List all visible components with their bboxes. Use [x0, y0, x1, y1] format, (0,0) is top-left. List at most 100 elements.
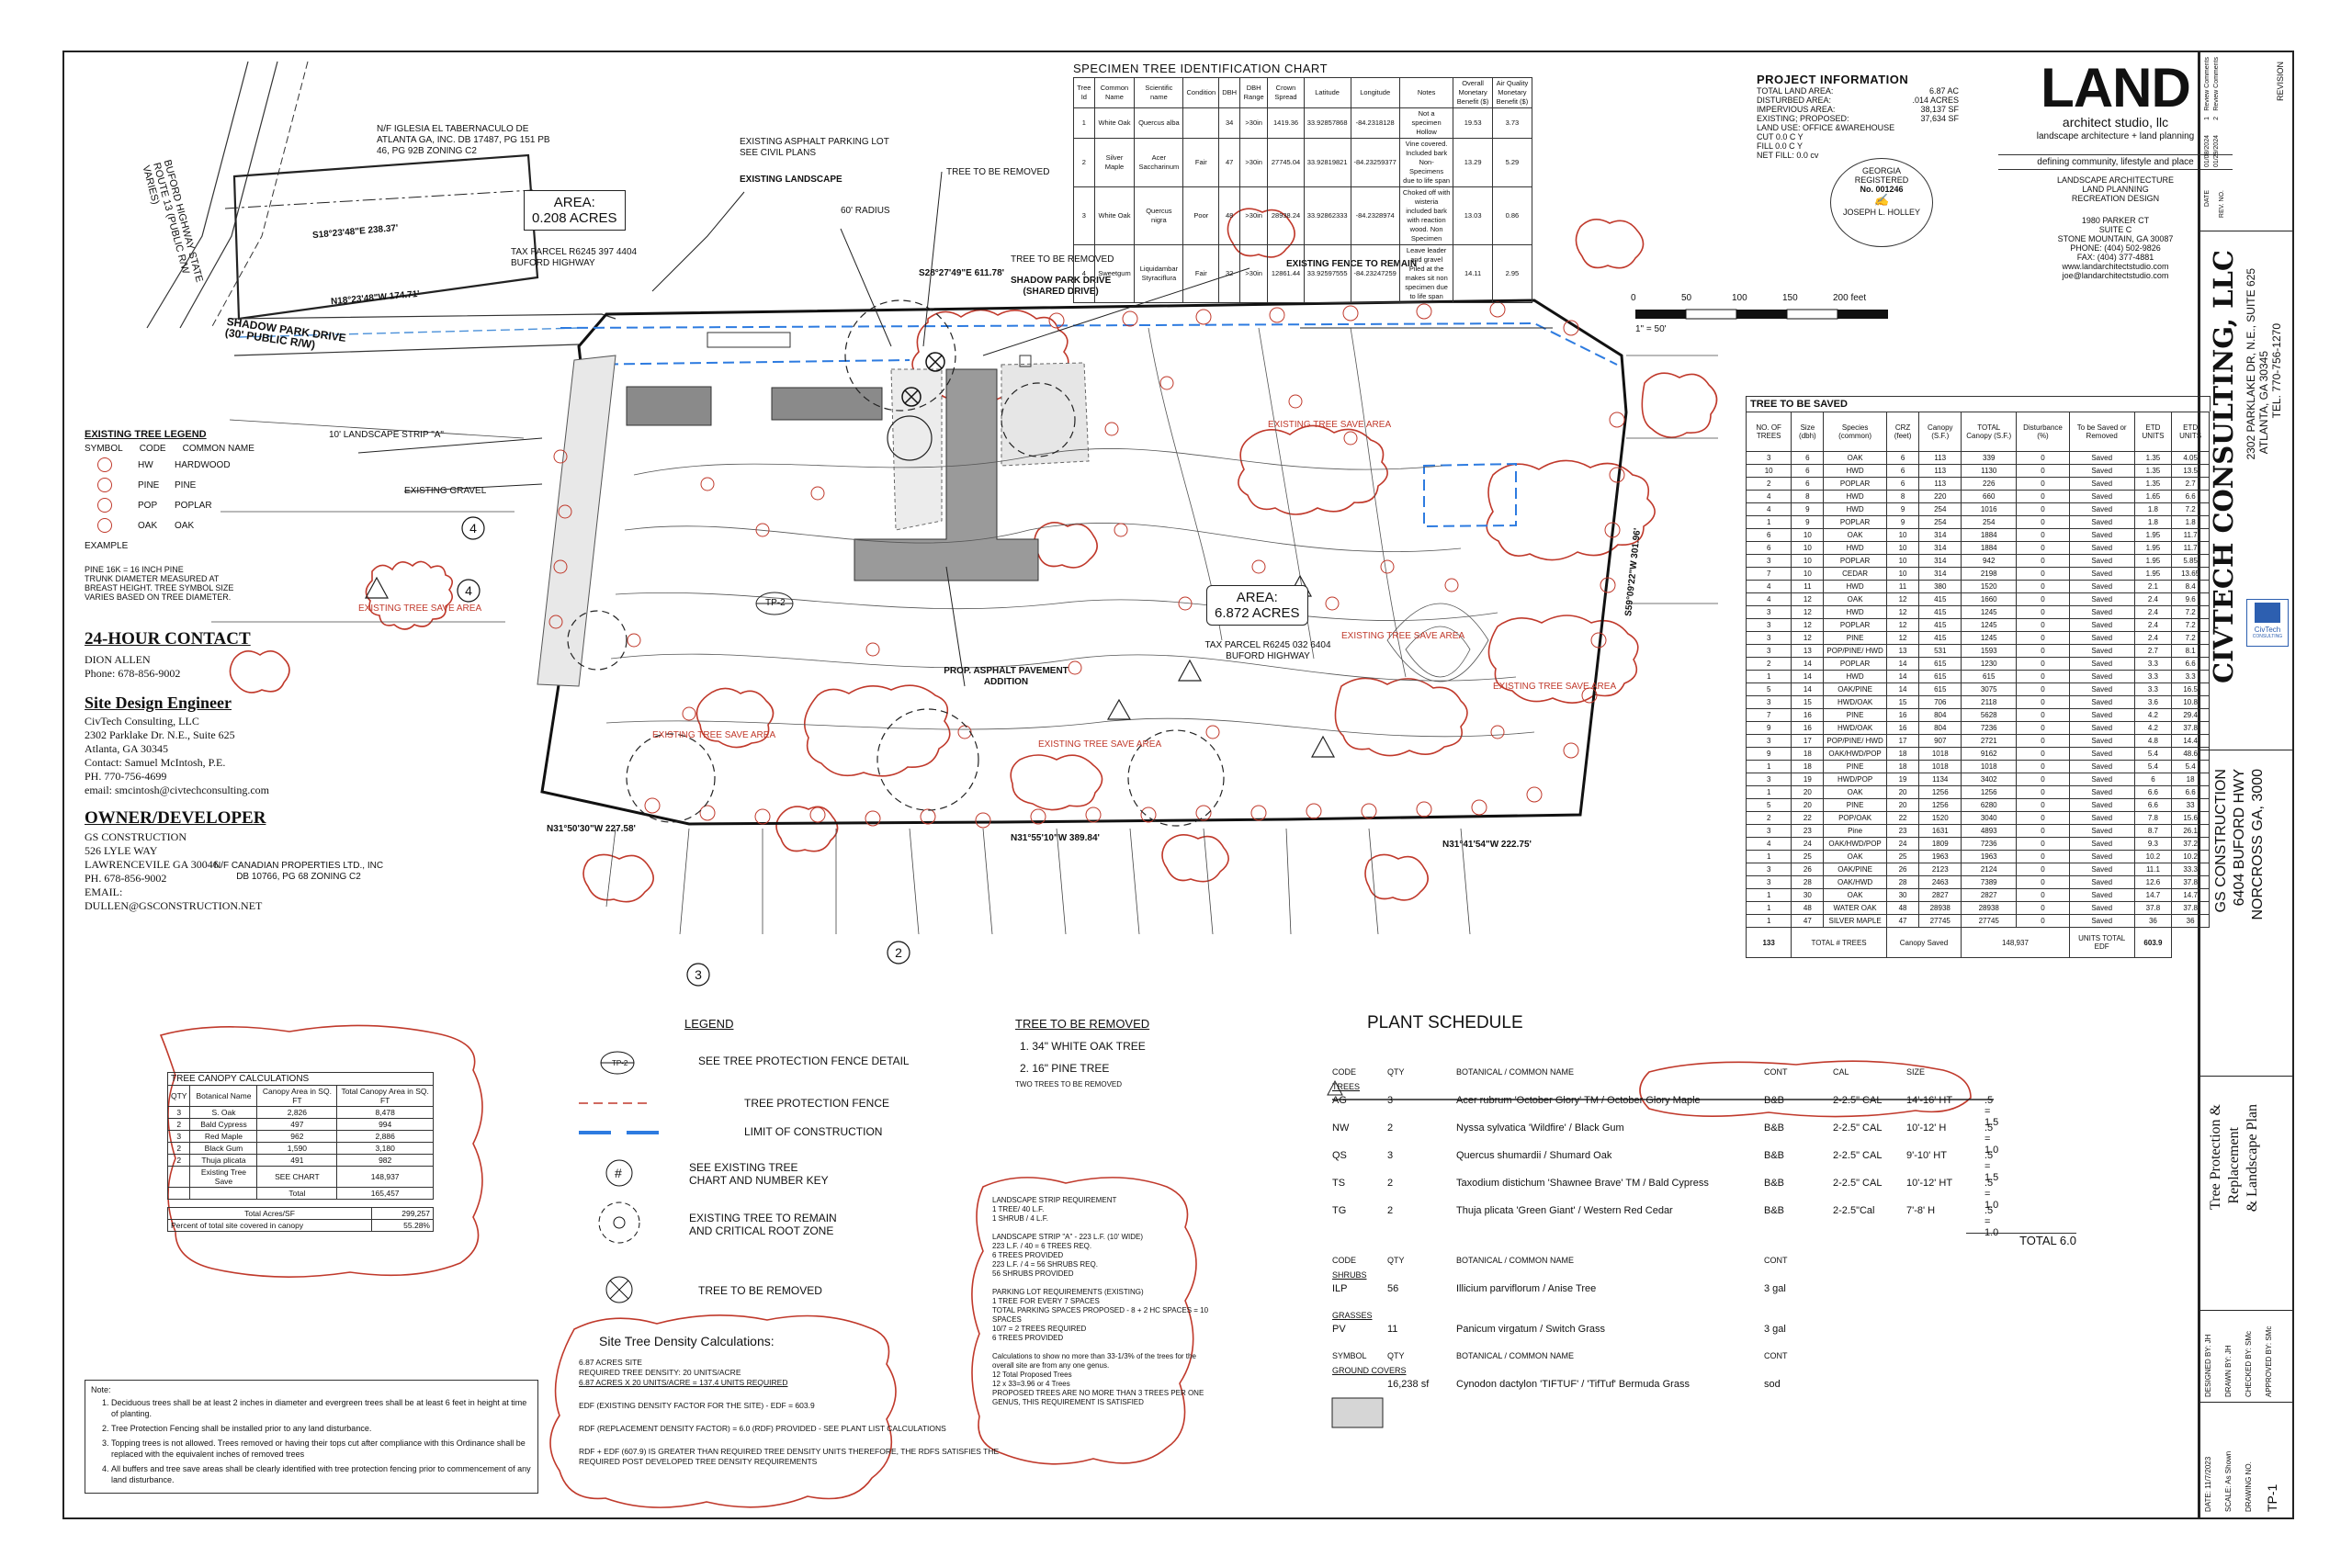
- project-line: IMPERVIOUS AREA:38,137 SF: [1757, 105, 1959, 114]
- canopy-cell: 2: [166, 1142, 191, 1155]
- tree-saved-cell: 7: [1745, 567, 1792, 581]
- canopy-cell: 3: [166, 1130, 191, 1143]
- plant-cell: B&B: [1764, 1205, 1785, 1216]
- tree-saved-cell: 0: [2016, 605, 2070, 619]
- note-item: All buffers and tree save areas shall be…: [111, 1463, 532, 1485]
- tree-saved-cell: 5: [1745, 798, 1792, 812]
- specimen-cell: 47: [1218, 138, 1241, 187]
- canopy-cell: SEE CHART: [256, 1166, 338, 1188]
- tree-saved-cell: 3: [1745, 824, 1792, 838]
- tree-saved-cell: 9.3: [2133, 837, 2173, 851]
- tree-saved-cell: 17: [1885, 734, 1920, 748]
- tree-saved-cell: 6.6: [2133, 785, 2173, 799]
- tree-saved-cell: 339: [1961, 451, 2018, 465]
- specimen-cell: >30in: [1239, 138, 1269, 187]
- tree-saved-cell: 24: [1791, 837, 1825, 851]
- tree-saved-cell: POPLAR: [1823, 618, 1887, 632]
- legend-tp: TP-2: [612, 1059, 628, 1067]
- plant-cell: 2: [1387, 1178, 1394, 1189]
- tree-saved-cell: 615: [1961, 670, 2018, 683]
- canopy-cell: 497: [256, 1118, 338, 1131]
- tree-saved-cell: HWD: [1823, 580, 1887, 593]
- specimen-header: Scientific name: [1134, 77, 1184, 108]
- tree-saved-cell: POP/PINE/ HWD: [1823, 644, 1887, 658]
- existing-legend-code: OAK: [138, 520, 158, 531]
- legend-title: LEGEND: [684, 1017, 734, 1031]
- tree-saved-cell: POPLAR: [1823, 657, 1887, 671]
- project-line: LAND USE: OFFICE &WAREHOUSE: [1757, 123, 1959, 132]
- tree-saved-cell: 0: [2016, 580, 2070, 593]
- tree-saved-cell: 415: [1918, 631, 1962, 645]
- tree-saved-cell: HWD/POP: [1823, 773, 1887, 786]
- tree-saved-cell: 4.2: [2133, 721, 2173, 735]
- landscape-req-line: LANDSCAPE STRIP REQUIREMENT: [992, 1196, 1117, 1204]
- tree-saved-cell: 9: [1745, 721, 1792, 735]
- date-row: DRAWING NO.: [2245, 1461, 2253, 1512]
- tree-saved-cell: Saved: [2068, 580, 2135, 593]
- landscape-strip-label: 10' LANDSCAPE STRIP "A": [329, 430, 444, 440]
- professional-seal: GEORGIA REGISTERED No. 001246 ✍ JOSEPH L…: [1830, 158, 1933, 247]
- tree-saved-cell: 220: [1918, 490, 1962, 503]
- canopy-cell: 962: [256, 1130, 338, 1143]
- specimen-title: SPECIMEN TREE IDENTIFICATION CHART: [1073, 62, 1329, 75]
- tree-saved-cell: 10: [1885, 528, 1920, 542]
- specimen-cell: Not a specimen Hollow: [1398, 107, 1454, 139]
- tree-saved-cell: 13: [1791, 644, 1825, 658]
- radius-label: 60' RADIUS: [841, 206, 890, 216]
- tree-saved-cell: 254: [1918, 515, 1962, 529]
- tree-saved-cell: 30: [1885, 888, 1920, 902]
- tree-saved-cell: 380: [1918, 580, 1962, 593]
- plant-cell: Quercus shumardii / Shumard Oak: [1456, 1150, 1612, 1161]
- rev-header: REVISION: [2276, 62, 2285, 102]
- tree-saved-cell: 6: [1791, 451, 1825, 465]
- example-label: EXAMPLE: [85, 541, 129, 551]
- tree-saved-cell: 6: [1885, 477, 1920, 491]
- tree-saved-cell: 1: [1745, 888, 1792, 902]
- tree-saved-cell: 1520: [1961, 580, 2018, 593]
- save-area-5: EXISTING TREE SAVE AREA: [652, 730, 776, 740]
- tree-saved-cell: 47: [1885, 914, 1920, 928]
- project-line: EXISTING; PROPOSED:37,634 SF: [1757, 114, 1959, 123]
- tree-saved-cell: Saved: [2068, 773, 2135, 786]
- tree-saved-cell: 314: [1918, 554, 1962, 568]
- existing-legend-note: PINE 16K = 16 INCH PINE: [85, 565, 184, 574]
- tree-saved-cell: Saved: [2068, 914, 2135, 928]
- tree-saved-cell: 1.35: [2133, 464, 2173, 478]
- tree-saved-cell: 1963: [1918, 850, 1962, 863]
- tree-saved-cell: Saved: [2068, 605, 2135, 619]
- specimen-cell: Choked off with wisteria included bark w…: [1398, 186, 1454, 245]
- tree-saved-cell: 1.8: [2133, 515, 2173, 529]
- tree-saved-cell: 4893: [1961, 824, 2018, 838]
- tree-saved-cell: 4: [1745, 502, 1792, 516]
- plant-density: .5 = 1.5: [1984, 1095, 1999, 1128]
- tree-saved-cell: 10: [1885, 554, 1920, 568]
- owner-name: GS CONSTRUCTION: [2213, 769, 2229, 913]
- tree-saved-cell: 0: [2016, 554, 2070, 568]
- tree-saved-cell: 10: [1791, 528, 1825, 542]
- tree-symbol-icon: [97, 498, 112, 513]
- existing-legend-name: PINE: [175, 479, 197, 491]
- tree-saved-cell: Saved: [2068, 592, 2135, 606]
- landscape-req-line: 223 L.F. / 40 = 6 TREES REQ.: [992, 1242, 1092, 1250]
- canopy-cell: 982: [336, 1154, 434, 1167]
- tree-saved-cell: 1.95: [2133, 528, 2173, 542]
- existing-gravel-label: EXISTING GRAVEL: [404, 486, 487, 496]
- tree-saved-cell: 27745: [1961, 914, 2018, 928]
- tree-saved-cell: 0: [2016, 644, 2070, 658]
- tree-saved-cell: 12: [1791, 631, 1825, 645]
- designer-row: CHECKED BY: SMc: [2245, 1330, 2253, 1397]
- canopy-cell: Red Maple: [189, 1130, 258, 1143]
- tree-saved-cell: Saved: [2068, 747, 2135, 761]
- canopy-cell: Existing Tree Save: [189, 1166, 258, 1188]
- specimen-cell: 34: [1218, 107, 1241, 139]
- project-key: IMPERVIOUS AREA:: [1757, 105, 1836, 114]
